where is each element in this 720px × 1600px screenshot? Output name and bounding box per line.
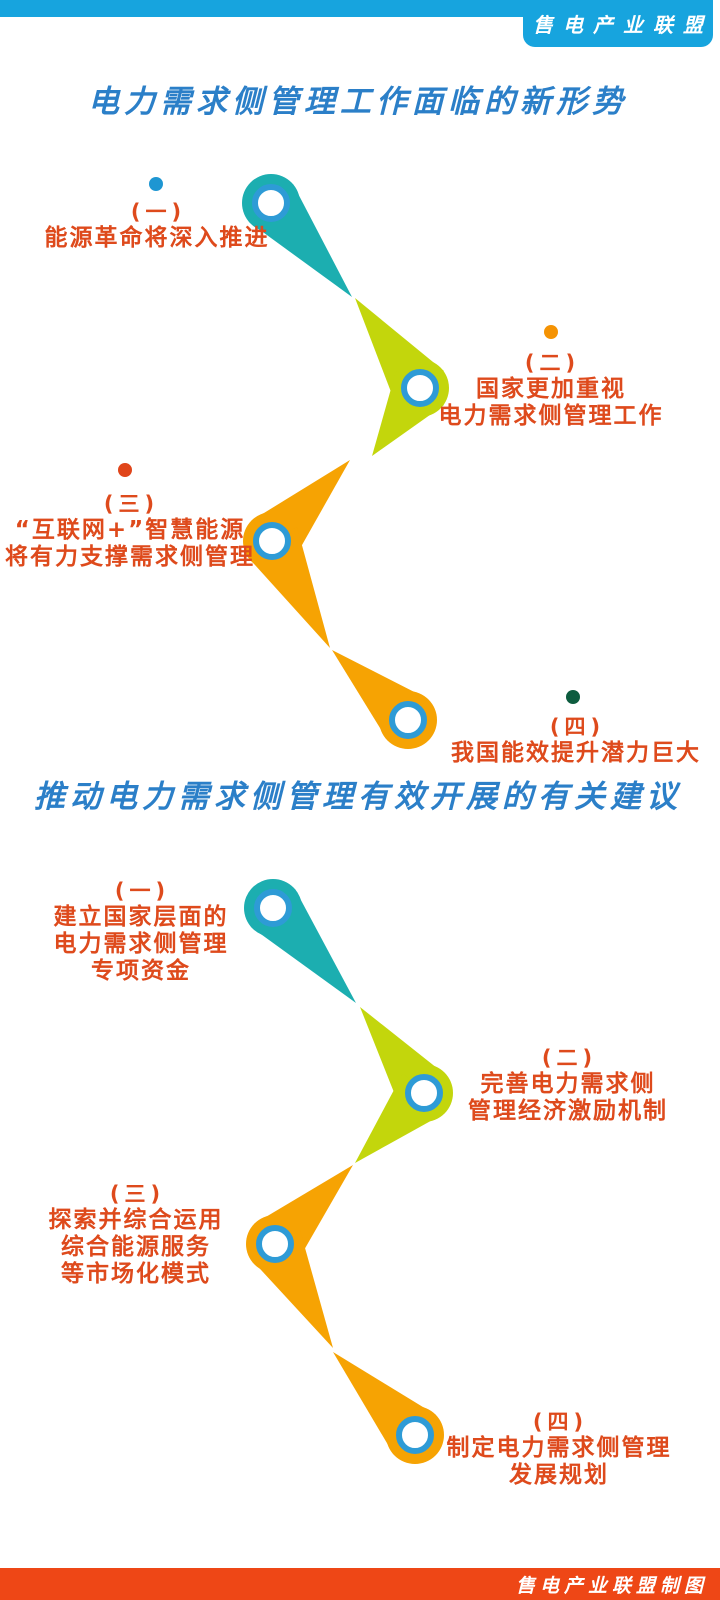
node-text-line: 综合能源服务: [61, 1234, 211, 1260]
node-s2-item4: (四) 制定电力需求侧管理 发展规划: [445, 1409, 672, 1489]
node-text-line: 探索并综合运用: [48, 1207, 224, 1233]
node-text-line: 等市场化模式: [61, 1261, 211, 1287]
node-s1-item4: (四) 我国能效提升潜力巨大: [449, 714, 701, 767]
node-s1-item3: (三) “互联网+”智慧能源 将有力支撑需求侧管理: [3, 491, 255, 571]
node-index-label: (四): [549, 715, 606, 739]
node-text-line: “互联网+”智慧能源: [14, 517, 246, 543]
node-text-line: 管理经济激励机制: [468, 1098, 668, 1124]
node-ring-icon: [256, 1225, 294, 1263]
node-text-line: 建立国家层面的: [53, 904, 229, 930]
node-text-line: 完善电力需求侧: [480, 1071, 656, 1097]
section-2-title: 推动电力需求侧管理有效开展的有关建议: [34, 779, 682, 815]
node-ring-icon: [396, 1416, 434, 1454]
node-text-line: 专项资金: [91, 958, 191, 984]
footer-bar: 售电产业联盟制图: [0, 1568, 720, 1600]
node-index-label: (二): [541, 1046, 598, 1070]
node-text-line: 能源革命将深入推进: [44, 225, 270, 251]
section-2-markers: [244, 879, 453, 1464]
bullet-dot-icon: [118, 463, 132, 477]
node-ring-icon: [254, 889, 292, 927]
bullet-dot-icon: [149, 177, 163, 191]
node-s1-item2: (二) 国家更加重视 电力需求侧管理工作: [437, 350, 664, 430]
node-text-line: 国家更加重视: [476, 376, 626, 402]
node-ring-icon: [389, 701, 427, 739]
section-1-markers: [118, 174, 580, 749]
footer-credit: 售电产业联盟制图: [515, 1574, 708, 1597]
node-ring-icon: [252, 184, 290, 222]
section-1-title: 电力需求侧管理工作面临的新形势: [88, 84, 628, 120]
bullet-dot-icon: [544, 325, 558, 339]
node-index-label: (四): [532, 1410, 589, 1434]
node-s1-item1: (一) 能源革命将深入推进: [43, 199, 270, 252]
node-text-line: 电力需求侧管理工作: [438, 403, 664, 429]
node-s2-item2: (二) 完善电力需求侧 管理经济激励机制: [466, 1045, 668, 1125]
node-index-label: (一): [114, 879, 171, 903]
node-ring-icon: [253, 522, 291, 560]
header-brand-tab: 售电产业联盟: [523, 0, 713, 47]
node-text-line: 制定电力需求侧管理: [446, 1435, 672, 1461]
node-s2-item1: (一) 建立国家层面的 电力需求侧管理 专项资金: [52, 878, 229, 985]
node-ring-icon: [401, 369, 439, 407]
node-ring-icon: [405, 1074, 443, 1112]
node-index-label: (三): [103, 492, 160, 516]
node-index-label: (三): [109, 1182, 166, 1206]
node-s2-item3: (三) 探索并综合运用 综合能源服务 等市场化模式: [47, 1181, 224, 1288]
brand-label: 售电产业联盟: [533, 13, 713, 37]
node-text-line: 发展规划: [509, 1462, 609, 1488]
node-index-label: (二): [524, 351, 581, 375]
node-text-line: 电力需求侧管理: [53, 931, 229, 957]
node-text-line: 将有力支撑需求侧管理: [5, 544, 255, 570]
node-index-label: (一): [130, 200, 187, 224]
bullet-dot-icon: [566, 690, 580, 704]
node-text-line: 我国能效提升潜力巨大: [451, 740, 701, 766]
